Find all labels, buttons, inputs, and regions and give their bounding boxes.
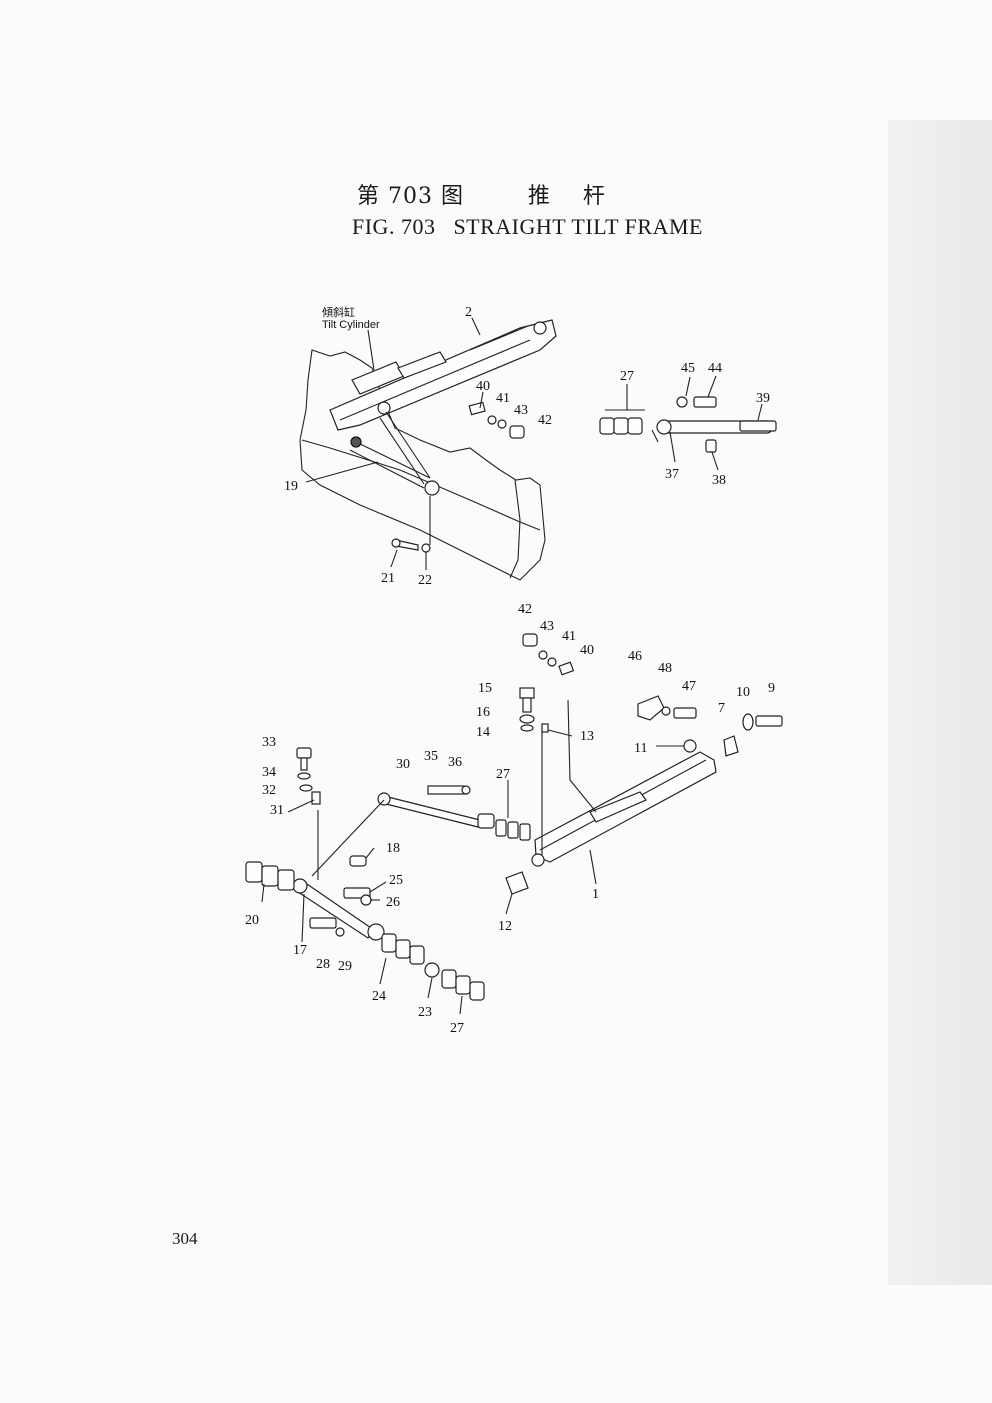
- part-label: 46: [628, 649, 642, 664]
- part-label: 29: [338, 959, 352, 974]
- part-label: 9: [768, 681, 775, 696]
- part-label: 26: [386, 895, 400, 910]
- part-label: 22: [418, 573, 432, 588]
- scan-shadow: [888, 120, 992, 1285]
- part-label: 41: [562, 629, 576, 644]
- part-label: 14: [476, 725, 490, 740]
- upper-hardware: [391, 401, 525, 553]
- part-label: 43: [514, 403, 528, 418]
- part-label: 34: [262, 765, 276, 780]
- blade-assembly: [299, 319, 557, 581]
- part-label: 13: [580, 729, 594, 744]
- part-label: 40: [580, 643, 594, 658]
- part-label: 16: [476, 705, 490, 720]
- lower-hardware: [245, 633, 783, 1001]
- part-label: 12: [498, 919, 512, 934]
- part-label: 47: [682, 679, 696, 694]
- leader-lines: [261, 317, 763, 1015]
- part-label: 48: [658, 661, 672, 676]
- part-label: 42: [538, 413, 552, 428]
- part-label: 39: [756, 391, 770, 406]
- part-label: 11: [634, 741, 647, 756]
- part-label: 20: [245, 913, 259, 928]
- part-label: 10: [736, 685, 750, 700]
- part-label: 15: [478, 681, 492, 696]
- pin-assembly: [599, 396, 777, 453]
- part-label: 23: [418, 1005, 432, 1020]
- part-label: 36: [448, 755, 462, 770]
- part-label: 35: [424, 749, 438, 764]
- part-label: 21: [381, 571, 395, 586]
- part-label: 18: [386, 841, 400, 856]
- part-label: 31: [270, 803, 284, 818]
- part-label: 27: [450, 1021, 464, 1036]
- part-label: 42: [518, 602, 532, 617]
- part-label: 37: [665, 467, 679, 482]
- part-label: 7: [718, 701, 725, 716]
- part-label: 32: [262, 783, 276, 798]
- annotation-chinese: 傾斜缸: [322, 305, 355, 319]
- part-label: 41: [496, 391, 510, 406]
- annotation-english: Tilt Cylinder: [322, 319, 380, 331]
- part-label: 44: [708, 361, 722, 376]
- part-label: 25: [389, 873, 403, 888]
- part-label: 43: [540, 619, 554, 634]
- figure-title-english: FIG. 703 STRAIGHT TILT FRAME: [352, 214, 703, 239]
- part-number-labels: 2 40 41 43 42 27 45 44 39 37 38 19 21 22…: [245, 305, 775, 1036]
- part-label: 27: [620, 369, 634, 384]
- part-label: 2: [465, 305, 472, 320]
- part-label: 40: [476, 379, 490, 394]
- figure-title-chinese: 第 703 图 推 杆: [357, 184, 606, 209]
- part-label: 17: [293, 943, 307, 958]
- part-label: 33: [262, 735, 276, 750]
- part-label: 38: [712, 473, 726, 488]
- page-number: 304: [172, 1229, 198, 1248]
- part-label: 27: [496, 767, 510, 782]
- lower-frame: [292, 699, 717, 941]
- part-label: 1: [592, 887, 599, 902]
- part-label: 45: [681, 361, 695, 376]
- part-label: 28: [316, 957, 330, 972]
- part-label: 19: [284, 479, 298, 494]
- part-label: 24: [372, 989, 386, 1004]
- part-label: 30: [396, 757, 410, 772]
